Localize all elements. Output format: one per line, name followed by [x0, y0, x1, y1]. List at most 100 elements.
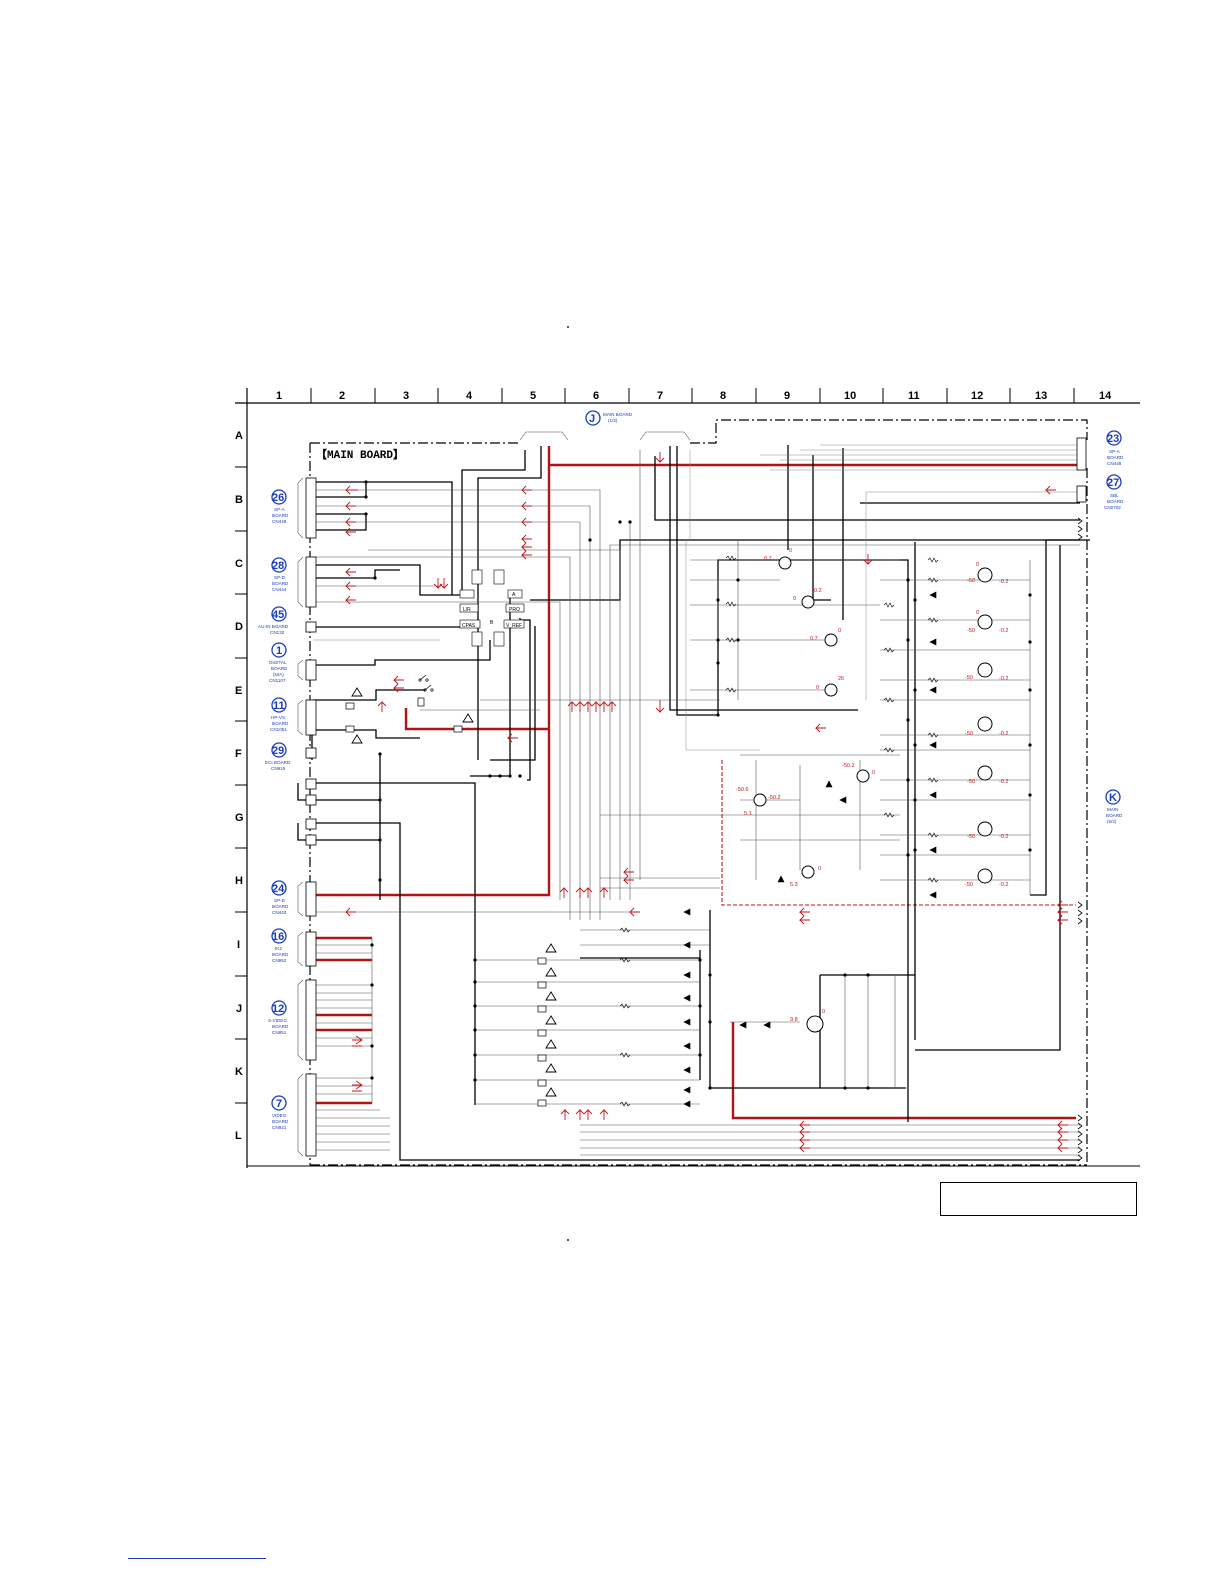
connector-label: CN2702	[1104, 505, 1121, 510]
connector-label: S-VIDEO	[268, 1018, 287, 1023]
connector-num: 45	[272, 609, 284, 621]
connector-label: DIGITAL	[269, 660, 287, 665]
column-label: 9	[784, 390, 790, 402]
row-label: C	[235, 558, 243, 570]
voltage-label: 0.7	[764, 556, 772, 562]
black-wires	[297, 445, 1090, 1161]
right-connector-labels: 23 SP-A BOARD CN448 27 SBL BOARD CN2702 …	[1076, 430, 1124, 824]
footer-link-line[interactable]	[128, 1558, 266, 1559]
voltage-label: -50	[965, 882, 973, 888]
grid-frame	[235, 388, 1140, 1168]
connector-label: MAIN	[1107, 807, 1118, 812]
right-edge-chevrons	[1077, 517, 1083, 1162]
page-mark	[567, 326, 569, 328]
connector-label: CN448	[1107, 461, 1122, 466]
voltage-label: 0	[816, 685, 819, 691]
column-label: 8	[720, 390, 726, 402]
connector-24: 24 SP-D BOARD CN443	[271, 880, 289, 915]
connector-num: 7	[276, 1098, 282, 1110]
voltage-label: -50.2	[842, 763, 855, 769]
connector-label: CN1107	[269, 678, 286, 683]
voltage-label: -0.2	[999, 676, 1008, 682]
voltage-label: 0	[976, 610, 979, 616]
row-label: J	[236, 1003, 242, 1015]
connector-label: SP-A	[274, 507, 286, 512]
connector-label: BOARD	[1107, 499, 1124, 504]
row-label: G	[235, 812, 244, 824]
connector-num: 1	[276, 645, 282, 657]
voltage-label: 5.1	[744, 811, 752, 817]
connector-45: 45 AU-IN BOARD CN132	[258, 606, 289, 635]
connector-label: SP-A	[1109, 449, 1121, 454]
connector-label: (N/A)	[273, 672, 284, 677]
connector-1: 1 DIGITAL BOARD (N/A) CN1107	[269, 642, 288, 683]
connector-label: CN921	[272, 1125, 287, 1130]
connector-label: ECI BOARD	[265, 760, 291, 765]
column-label: 2	[339, 390, 345, 402]
connector-label: SP-D	[274, 898, 286, 903]
left-pin-blocks	[305, 477, 317, 1157]
connector-label: CN952	[272, 958, 287, 963]
board-title: 【MAIN BOARD】	[316, 448, 404, 462]
voltage-label: 9.8	[790, 1017, 798, 1023]
column-label: 6	[593, 390, 599, 402]
connector-k: K MAIN BOARD (5/2)	[1105, 789, 1123, 824]
page-mark	[567, 1239, 569, 1241]
voltage-label: -50.6	[736, 787, 749, 793]
red-signal-lines	[313, 446, 1080, 1120]
transistors	[753, 556, 993, 1033]
column-label: 12	[971, 390, 983, 402]
row-label: D	[235, 621, 243, 633]
component-boxes	[345, 697, 547, 1107]
thin-wires	[313, 444, 1080, 1156]
connector-num: 23	[1107, 433, 1119, 445]
connector-label: BOARD	[272, 1119, 289, 1124]
row-label: E	[235, 685, 242, 697]
connector-7: 7 VIDEO BOARD CN921	[271, 1095, 289, 1130]
connector-num: 24	[272, 883, 285, 895]
voltage-label: 0	[822, 1009, 825, 1015]
voltage-label: 0	[976, 562, 979, 568]
voltage-label: 0.2	[814, 588, 822, 594]
connector-num: 16	[272, 931, 284, 943]
ic-pin-label: CPAS	[462, 623, 476, 629]
connector-j: J MAIN BOARD (1/2)	[519, 410, 691, 441]
ic-selector: L/R PRO CPAS V_REF A B	[459, 569, 525, 647]
ic-pin-label: A	[512, 592, 516, 598]
voltage-label: -0.2	[999, 779, 1008, 785]
connector-label: CN449	[272, 519, 287, 524]
connector-label: BOARD	[272, 952, 289, 957]
row-headers: A B C D E F G H I J K L	[235, 430, 247, 1142]
voltage-label: -0.2	[999, 882, 1008, 888]
voltage-label: 0	[872, 770, 875, 776]
voltage-label: -0.2	[999, 628, 1008, 634]
voltage-label: -0.2	[999, 834, 1008, 840]
connector-28: 28 SP-D BOARD CN444	[271, 557, 289, 592]
column-label: 3	[403, 390, 409, 402]
connector-label: CN915	[271, 766, 286, 771]
voltage-label: -50	[967, 834, 975, 840]
connector-16: 16 IK2 BOARD CN952	[271, 928, 289, 963]
row-label: K	[235, 1066, 243, 1078]
connector-num: 28	[272, 560, 284, 572]
connector-label: BOARD	[1107, 455, 1124, 460]
connector-num: J	[589, 413, 595, 425]
row-label: B	[235, 494, 243, 506]
voltage-labels: 0.7 0 0 0.2 0.7 0 0 26 -50.2 0 -50.6 -50…	[736, 548, 1008, 1023]
connector-label: BOARD	[1106, 813, 1123, 818]
column-label: 1	[276, 390, 282, 402]
connector-num: 26	[272, 492, 284, 504]
connector-label: BOARD	[271, 666, 288, 671]
voltage-label: 5.3	[790, 882, 798, 888]
row-label: H	[235, 875, 243, 887]
connector-label: SP-D	[274, 575, 286, 580]
voltage-label: -0.2	[999, 731, 1008, 737]
row-label: I	[237, 939, 240, 951]
connector-num: K	[1109, 792, 1117, 804]
connector-label: CN1051	[270, 727, 287, 732]
connector-label: BOARD	[272, 1024, 289, 1029]
junction-dots	[364, 480, 1032, 1090]
connector-12: 12 S-VIDEO BOARD CN851	[268, 1000, 289, 1035]
voltage-label: -0.2	[999, 579, 1008, 585]
